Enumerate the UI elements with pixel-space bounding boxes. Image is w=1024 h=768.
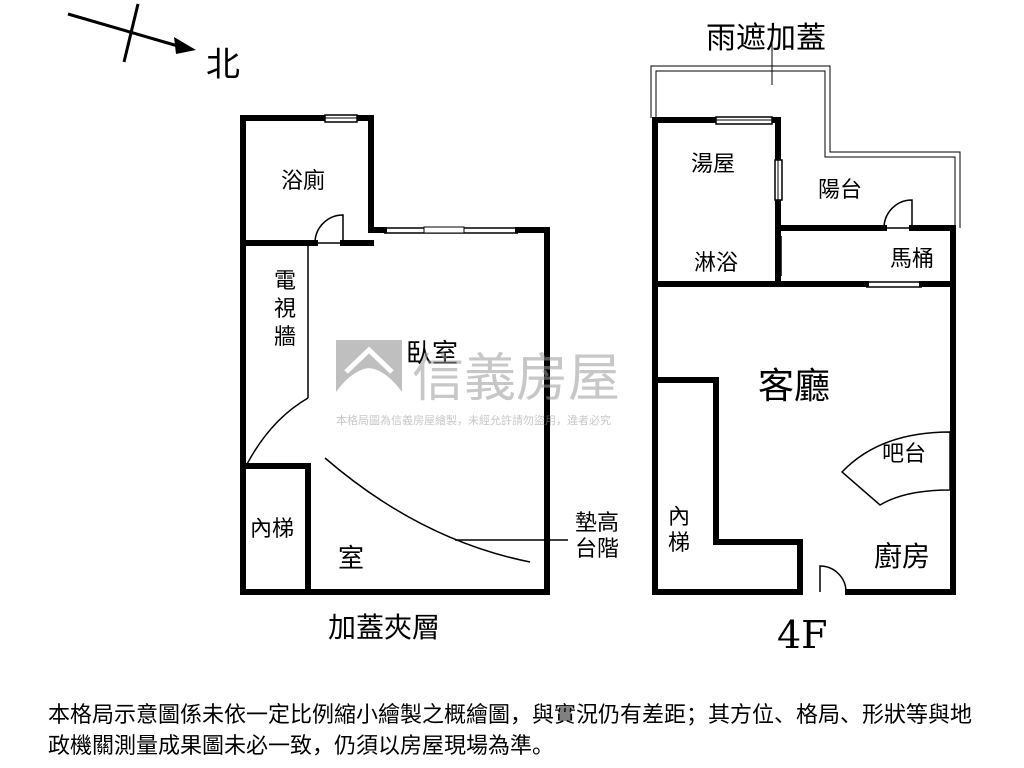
fourth-floor-stairs-label: 內梯 bbox=[668, 505, 690, 556]
canopy-label: 雨遮加蓋 bbox=[706, 21, 826, 56]
raised-step-label: 墊高台階 bbox=[575, 511, 619, 562]
shower-label: 淋浴 bbox=[694, 251, 738, 276]
bedroom-label-continued: 室 bbox=[338, 544, 364, 574]
disclaimer-note: 本格局示意圖係未依一定比例縮小繪製之概繪圖，與實況仍有差距；其方位、格局、形狀等… bbox=[48, 703, 973, 759]
bar-label: 吧台 bbox=[882, 442, 926, 467]
mezzanine-stairs-label: 內梯 bbox=[250, 517, 294, 542]
north-arrow bbox=[67, 3, 196, 63]
floor-title: 4F bbox=[777, 613, 828, 657]
compass-label: 北 bbox=[206, 45, 240, 85]
living-room-label: 客廳 bbox=[758, 366, 830, 407]
bedroom-label: 臥室 bbox=[406, 339, 458, 369]
tv-wall-label: 電視牆 bbox=[274, 269, 298, 350]
watermark-brand: 信義房屋 bbox=[412, 349, 620, 409]
watermark: 信義房屋 本格局圖為信義房屋繪製，未經允許請勿盜用，違者必究 bbox=[336, 340, 620, 427]
bath-room-label: 湯屋 bbox=[691, 152, 735, 177]
watermark-notice: 本格局圖為信義房屋繪製，未經允許請勿盜用，違者必究 bbox=[336, 413, 611, 427]
kitchen-label: 廚房 bbox=[874, 540, 930, 573]
brand-logo bbox=[336, 340, 402, 400]
toilet-label: 馬桶 bbox=[890, 247, 934, 272]
balcony-label: 陽台 bbox=[818, 178, 862, 203]
bathroom-label: 浴廁 bbox=[281, 169, 325, 194]
mezzanine-title: 加蓋夾層 bbox=[328, 611, 440, 644]
fourth-floor-plan bbox=[650, 38, 961, 595]
mezzanine-plan bbox=[240, 114, 568, 595]
